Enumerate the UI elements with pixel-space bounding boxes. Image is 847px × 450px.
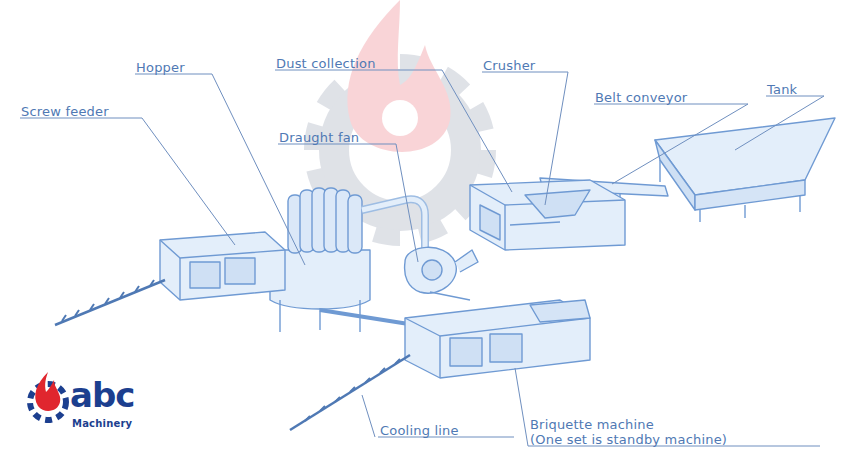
label-holder: Screw feeder <box>21 101 109 120</box>
part-name: Hopper <box>136 60 185 75</box>
label-holder: Tank <box>767 79 797 98</box>
part-name: Briquette machine <box>530 417 654 432</box>
part-name: Cooling line <box>380 423 459 438</box>
label-holder: Dust collection <box>276 53 376 72</box>
cooling-screws <box>55 280 410 430</box>
label-holder: Cooling line <box>380 420 459 439</box>
label-holder: Belt conveyor <box>595 87 687 106</box>
part-name: Tank <box>767 82 797 97</box>
logo-icon <box>30 372 66 420</box>
label-holder: Draught fan <box>279 127 359 146</box>
part-name: Draught fan <box>279 130 359 145</box>
label-holder: Hopper <box>136 57 185 76</box>
part-name: Screw feeder <box>21 104 109 119</box>
part-name: Crusher <box>483 58 535 73</box>
machines <box>160 118 835 378</box>
watermark-logo-text: Machinery <box>72 418 132 429</box>
part-name: Belt conveyor <box>595 90 687 105</box>
leader-lines <box>20 70 824 446</box>
part-note: (One set is standby machine) <box>530 432 727 447</box>
watermark-logo-text: abc <box>70 375 134 415</box>
part-name: Dust collection <box>276 56 376 71</box>
label-holder: abc <box>70 378 134 412</box>
label-holder: Crusher <box>483 55 535 74</box>
label-holder: (One set is standby machine) <box>530 429 727 448</box>
label-holder: Briquette machine <box>530 414 654 433</box>
